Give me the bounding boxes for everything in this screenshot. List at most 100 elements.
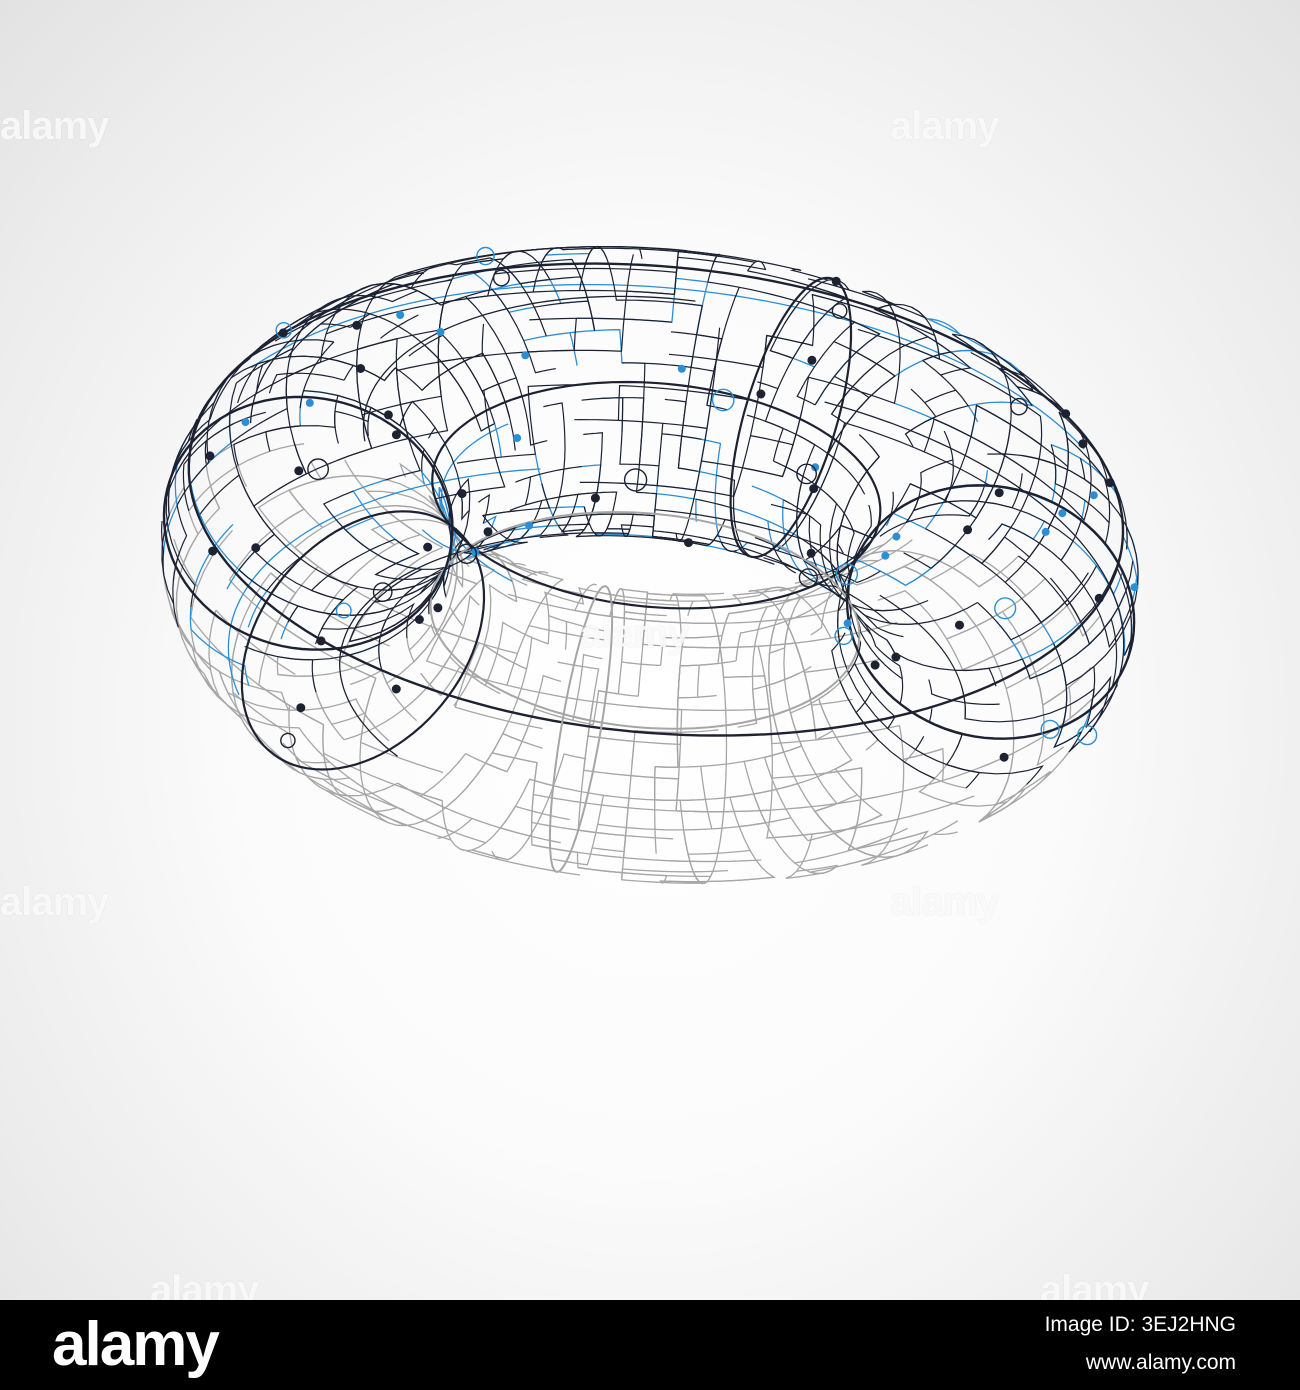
circuit-trace [420, 655, 461, 686]
circuit-node [892, 532, 901, 541]
circuit-trace [903, 747, 1014, 782]
circuit-node [352, 320, 362, 330]
circuit-trace [343, 707, 418, 741]
circuit-trace [642, 613, 667, 637]
circuit-trace [971, 553, 1046, 597]
circuit-trace [549, 276, 596, 331]
circuit-trace [840, 512, 894, 540]
circuit-trace [924, 317, 961, 335]
circuit-node [807, 355, 817, 365]
circuit-trace [317, 566, 390, 647]
circuit-trace [539, 578, 610, 617]
flow-line [362, 295, 696, 442]
circuit-trace [659, 636, 704, 666]
circuit-trace [817, 690, 834, 740]
circuit-trace [766, 777, 857, 839]
circuit-trace [357, 302, 445, 350]
circuit-node [711, 388, 735, 412]
circuit-trace [654, 798, 706, 854]
circuit-trace [951, 333, 1006, 373]
circuit-node [396, 311, 405, 319]
circuit-trace [1088, 632, 1134, 713]
circuit-trace [977, 598, 1082, 641]
circuit-trace [873, 609, 919, 625]
circuit-trace [208, 609, 242, 719]
circuit-trace [676, 634, 723, 733]
circuit-trace [1060, 539, 1123, 596]
cross-section-ring-front [240, 510, 486, 771]
circuit-trace [944, 455, 1006, 519]
circuit-trace [276, 656, 388, 684]
circuit-trace [443, 246, 596, 303]
circuit-trace [574, 384, 666, 422]
circuit-trace [886, 639, 997, 687]
circuit-trace [396, 806, 473, 822]
circuit-trace [847, 662, 916, 750]
circuit-trace [253, 533, 345, 629]
circuit-trace [788, 467, 804, 537]
circuit-trace [1055, 483, 1111, 525]
circuit-trace [534, 300, 596, 331]
circuit-node [1010, 397, 1028, 416]
circuit-trace [848, 603, 877, 682]
circuit-trace [572, 689, 639, 726]
circuit-node [806, 548, 816, 558]
circuit-trace [978, 752, 1015, 823]
circuit-trace [370, 520, 400, 546]
circuit-trace [983, 784, 1028, 819]
circuit-trace [655, 662, 719, 768]
circuit-trace [311, 589, 345, 615]
circuit-trace [664, 398, 698, 472]
circuit-trace [189, 607, 250, 686]
circuit-trace [299, 390, 406, 427]
circuit-trace [855, 302, 898, 321]
circuit-trace [1003, 370, 1045, 392]
circuit-node [843, 619, 852, 628]
circuit-trace [663, 849, 751, 885]
circuit-trace [945, 749, 1044, 785]
site-url: www.alamy.com [1085, 1351, 1236, 1374]
circuit-trace [277, 441, 308, 490]
circuit-trace [244, 645, 317, 693]
circuit-trace [286, 310, 403, 378]
flow-line [249, 245, 688, 424]
circuit-node [476, 246, 495, 266]
circuit-trace [408, 355, 483, 440]
circuit-node [471, 547, 480, 556]
circuit-trace [583, 432, 604, 515]
circuit-trace [838, 572, 872, 635]
circuit-trace [905, 388, 937, 435]
circuit-trace [190, 462, 217, 586]
circuit-trace [268, 372, 345, 394]
circuit-trace [654, 766, 679, 800]
circuit-trace [384, 367, 435, 392]
circuit-node [436, 328, 445, 336]
circuit-trace [499, 778, 554, 829]
circuit-trace [421, 369, 469, 400]
circuit-trace [1021, 444, 1056, 466]
circuit-node [798, 568, 818, 588]
circuit-trace [420, 732, 523, 809]
circuit-trace [1005, 671, 1065, 767]
circuit-trace [378, 625, 408, 646]
circuit-node [870, 660, 880, 670]
circuit-trace [812, 826, 890, 851]
circuit-trace [794, 560, 879, 584]
circuit-trace [913, 459, 954, 511]
circuit-trace [764, 817, 796, 864]
circuit-node [305, 398, 314, 407]
image-canvas: alamy alamy alamy alamy alamy alamy alam… [0, 0, 1300, 1300]
circuit-trace [939, 338, 1011, 397]
circuit-trace [729, 793, 754, 827]
circuit-trace [473, 266, 547, 337]
circuit-trace [293, 490, 384, 586]
circuit-trace [529, 753, 587, 787]
circuit-node [1078, 439, 1088, 449]
circuit-node [208, 546, 218, 556]
circuit-trace [597, 797, 681, 829]
circuit-trace [631, 729, 657, 766]
circuit-trace [209, 341, 335, 420]
circuit-node [1040, 719, 1060, 739]
circuit-trace [366, 283, 418, 297]
circuit-node [316, 636, 326, 646]
